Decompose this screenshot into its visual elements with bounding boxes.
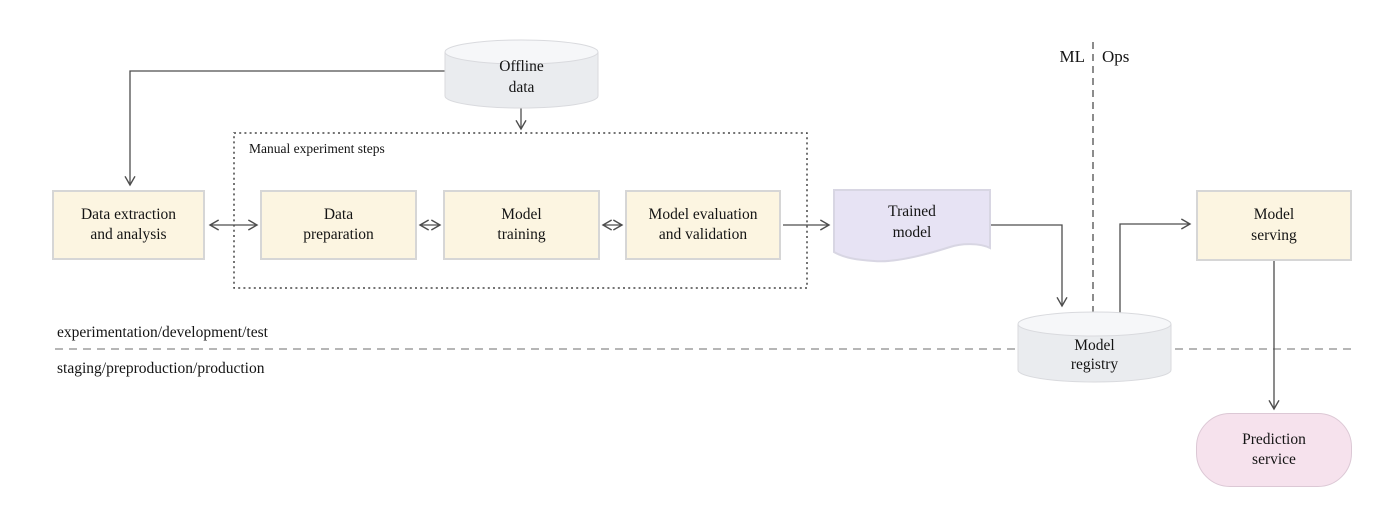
node-model-evaluation: Model evaluation and validation	[625, 190, 781, 260]
trained-model-document-shape	[833, 189, 991, 263]
offline-data-cylinder	[444, 39, 599, 109]
trained-model-to-registry-connector	[990, 224, 1068, 308]
offline-to-extraction-connector	[124, 70, 445, 187]
ops-label: Ops	[1102, 47, 1130, 66]
node-label: Data extraction and analysis	[80, 205, 177, 244]
node-label: Prediction service	[1242, 430, 1306, 469]
node-label: Model serving	[1251, 206, 1297, 244]
node-prediction-service: Prediction service	[1196, 413, 1352, 487]
node-data-preparation: Data preparation	[260, 190, 417, 260]
node-label: Data preparation	[303, 205, 374, 244]
manual-experiment-steps-label: Manual experiment steps	[249, 141, 385, 156]
node-label: Model evaluation and validation	[648, 205, 758, 244]
registry-to-serving-connector	[1119, 218, 1192, 313]
model-registry-cylinder	[1017, 311, 1172, 383]
node-model-training: Model training	[443, 190, 600, 260]
node-label: Model training	[497, 205, 546, 244]
node-data-extraction: Data extraction and analysis	[52, 190, 205, 260]
ml-label: ML	[1059, 47, 1086, 66]
manual-experiment-box-outline	[233, 132, 808, 289]
zone-staging-label: staging/preproduction/production	[57, 360, 265, 377]
zone-experimentation-label: experimentation/development/test	[57, 324, 268, 341]
node-model-serving: Model serving	[1196, 190, 1352, 261]
